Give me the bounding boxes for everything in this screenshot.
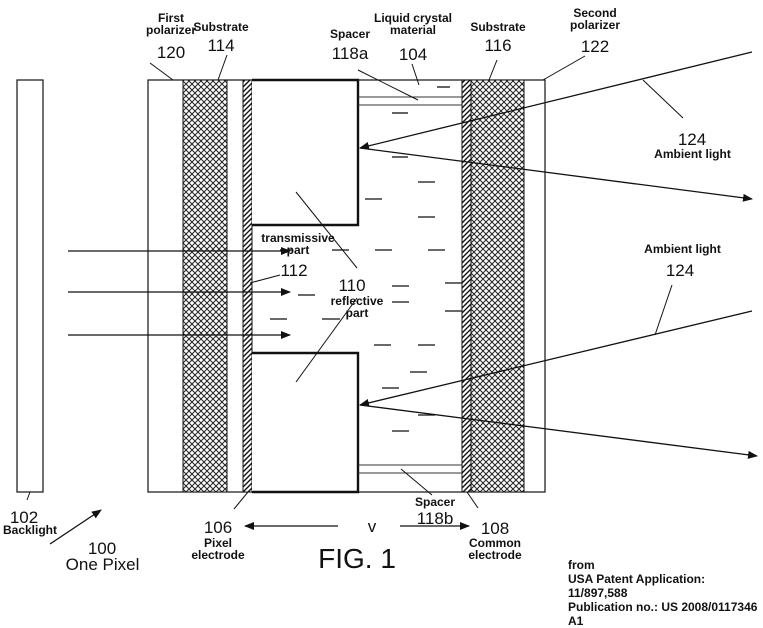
spacer-118a-label: Spacer	[329, 27, 371, 41]
leader-spacer-118b	[400, 468, 433, 496]
second-polarizer-number: 122	[580, 37, 610, 56]
substrate-114-number: 114	[207, 36, 235, 55]
source-line-publication: Publication no.: US 2008/0117346 A1	[568, 600, 758, 628]
ambient-light-reflected-top	[359, 147, 753, 202]
ambient-light-top-number: 124	[677, 130, 707, 149]
source-line-application: USA Patent Application: 11/897,588	[568, 572, 706, 600]
reflective-part-number: 110	[338, 276, 366, 295]
ambient-light-reflected-bottom	[359, 404, 758, 459]
liquid-crystal-number: 104	[398, 45, 428, 64]
leader-transmissive-112	[249, 274, 281, 284]
backlight-number: 102	[9, 508, 39, 527]
voltage-label: v	[367, 517, 377, 536]
liquid-crystal-molecules	[270, 86, 462, 432]
pixel-number: 100	[87, 539, 117, 558]
ambient-light-top-label: Ambient light	[654, 147, 731, 161]
source-citation: from USA Patent Application: 11/897,588 …	[568, 558, 763, 628]
ambient-light-bottom-label: Ambient light	[644, 242, 721, 256]
one-pixel-arrow	[49, 509, 102, 545]
leader-backlight-102	[26, 491, 31, 501]
leader-lc-104	[411, 63, 420, 86]
backlight-panel	[16, 79, 44, 493]
spacer-118b-label: Spacer	[414, 495, 456, 509]
leader-substrate-114	[217, 54, 228, 81]
pixel-electrode-106	[242, 79, 253, 493]
spacer-118b-number: 118b	[416, 509, 454, 528]
ambient-light-incoming-bottom	[359, 310, 753, 407]
ambient-light-bottom-number: 124	[665, 261, 695, 280]
substrate-116-label: Substrate	[470, 20, 526, 34]
leader-reflective-upper	[295, 191, 358, 269]
leader-spacer-118a	[357, 69, 419, 101]
first-polarizer-number: 120	[156, 43, 186, 62]
reflective-part-lower	[252, 351, 360, 494]
substrate-114	[182, 79, 228, 493]
leader-substrate-116	[488, 59, 498, 81]
substrate-114-label: Substrate	[193, 20, 249, 34]
ambient-light-incoming-top	[359, 51, 753, 150]
leader-first-polarizer	[149, 62, 174, 81]
pixel-electrode-number: 106	[203, 518, 233, 537]
common-electrode-number: 108	[480, 519, 510, 538]
substrate-116	[470, 79, 525, 493]
backlight-label: Backlight	[2, 523, 57, 537]
common-electrode-108	[461, 79, 472, 493]
pixel-label: One Pixel	[65, 555, 140, 574]
leader-reflective-lower	[295, 297, 358, 383]
transmissive-part-number: 112	[280, 261, 308, 280]
leader-ambient-bottom	[654, 284, 673, 336]
reflective-part-upper	[252, 78, 360, 227]
substrate-116-number: 116	[484, 36, 512, 55]
leader-ambient-top	[642, 79, 684, 119]
lcd-pixel-diagram	[16, 51, 758, 545]
leader-pixel-electrode-106	[233, 491, 249, 510]
figure-title: FIG. 1	[318, 543, 396, 574]
leader-common-electrode-108	[466, 491, 479, 509]
spacer-118a-number: 118a	[331, 44, 369, 63]
source-line-from: from	[568, 558, 595, 572]
leader-second-polarizer	[542, 55, 586, 81]
